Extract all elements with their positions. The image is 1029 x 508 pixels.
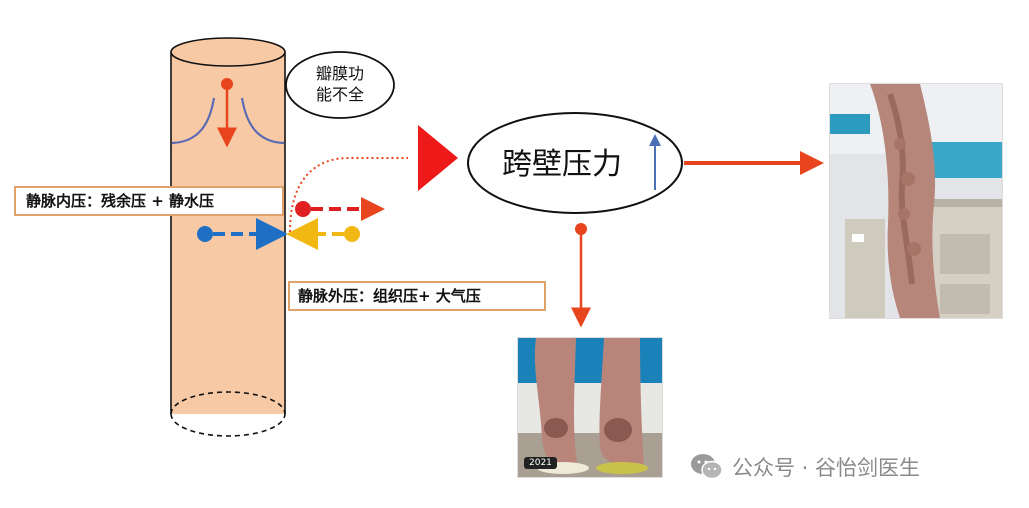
valve-label-line1: 瓣膜功 [316,64,364,83]
year-badge: 2021 [524,457,557,469]
yellow-pressure-dot [344,226,360,242]
vein-bottom-back [170,391,286,415]
down-arrow-dot [575,223,587,235]
transmural-ellipse [467,112,683,214]
vein-top-ellipse [170,37,286,67]
vein-bottom-front [170,413,286,437]
transmural-label: 跨壁压力 [502,147,622,182]
dotted-connector [289,157,408,233]
varicose-leg-photo [829,83,1003,319]
legs-skin-changes-photo: 2021 [517,337,663,478]
inner-pressure-label: 静脉内压：残余压 + 静水压 [14,186,284,216]
valve-callout [285,51,395,119]
watermark: 公众号 · 谷怡剑医生 [690,451,920,483]
valve-label-line2: 能不全 [316,85,364,104]
wechat-icon [691,454,723,480]
red-pressure-dot [295,201,311,217]
valve-left-curve [171,97,216,145]
reflux-dot [221,78,233,90]
watermark-text: 公众号 · 谷怡剑医生 [732,456,921,480]
red-triangle-pointer [418,125,458,191]
blue-pressure-dot [197,226,213,242]
valve-right-curve [240,97,285,145]
outer-pressure-label: 静脉外压：组织压+ 大气压 [288,281,546,311]
